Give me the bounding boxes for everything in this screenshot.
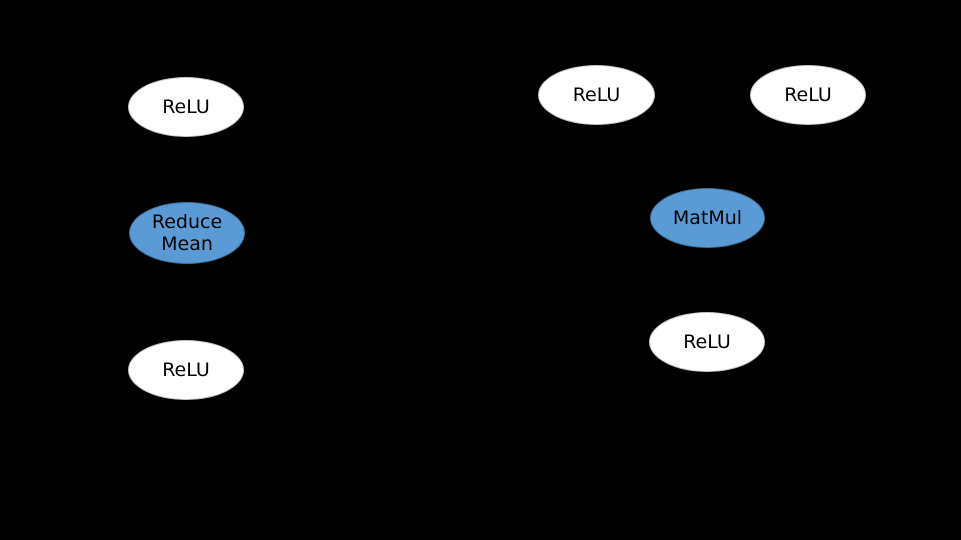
graph-node-label: ReLU (683, 330, 731, 353)
graph-node-label: ReLU (162, 358, 210, 381)
graph-node-relu-top-left[interactable]: ReLU (128, 77, 244, 137)
graph-node-label: Reduce Mean (151, 210, 223, 255)
graph-node-reduce-mean[interactable]: Reduce Mean (129, 202, 245, 264)
graph-node-label: MatMul (672, 206, 743, 229)
graph-node-relu-bottom-right[interactable]: ReLU (649, 312, 765, 372)
graph-node-label: ReLU (162, 95, 210, 118)
graph-node-label: ReLU (784, 83, 832, 106)
graph-node-relu-top-middle[interactable]: ReLU (538, 65, 655, 125)
graph-node-relu-bottom-left[interactable]: ReLU (128, 340, 244, 400)
graph-node-matmul[interactable]: MatMul (650, 188, 765, 248)
graph-node-label: ReLU (572, 83, 621, 106)
graph-node-relu-top-right[interactable]: ReLU (750, 65, 866, 125)
